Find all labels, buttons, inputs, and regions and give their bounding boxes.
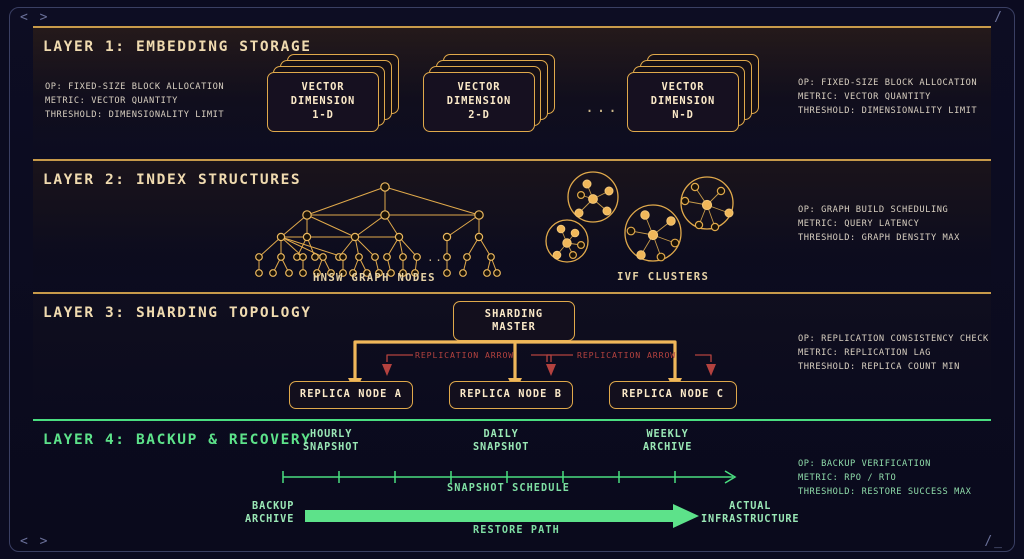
layer-2-meta-right-metric: METRIC: QUERY LATENCY bbox=[798, 219, 920, 230]
replica-node-c-label: REPLICA NODE C bbox=[621, 388, 725, 401]
timeline-label-daily-line-2: SNAPSHOT bbox=[473, 442, 530, 454]
card-1-line-2: DIMENSION bbox=[290, 95, 356, 108]
replica-node-a-label: REPLICA NODE A bbox=[299, 388, 403, 401]
layer-1-meta-left-threshold: THRESHOLD: DIMENSIONALITY LIMIT bbox=[45, 110, 225, 121]
card-1-line-1: VECTOR bbox=[301, 81, 345, 94]
card-n-line-2: DIMENSION bbox=[650, 95, 716, 108]
layer-2-title: LAYER 2: INDEX STRUCTURES bbox=[43, 172, 302, 188]
snapshot-timeline-axis bbox=[282, 470, 737, 484]
layer-1-meta-right-threshold: THRESHOLD: DIMENSIONALITY LIMIT bbox=[798, 106, 978, 117]
layer-1-ellipsis: ... bbox=[585, 98, 620, 116]
card-2-line-2: DIMENSION bbox=[446, 95, 512, 108]
sharding-master-line-2: MASTER bbox=[492, 321, 536, 333]
layer-3-title: LAYER 3: SHARDING TOPOLOGY bbox=[43, 305, 312, 321]
restore-target-line-1: ACTUAL bbox=[729, 501, 772, 512]
layer-1-meta-left-metric: METRIC: VECTOR QUANTITY bbox=[45, 96, 178, 107]
card-2-line-1: VECTOR bbox=[457, 81, 501, 94]
layer-3-meta-right: OP: REPLICATION CONSISTENCY CHECK METRIC… bbox=[798, 332, 989, 374]
layer-2-meta-right-op: OP: GRAPH BUILD SCHEDULING bbox=[798, 205, 949, 215]
ivf-caption: IVF CLUSTERS bbox=[617, 271, 710, 283]
layer-2-background bbox=[33, 161, 991, 290]
replica-node-b[interactable]: REPLICA NODE B bbox=[449, 381, 573, 409]
layer-1-meta-right: OP: FIXED-SIZE BLOCK ALLOCATION METRIC: … bbox=[798, 76, 977, 118]
timeline-label-hourly: HOURLY SNAPSHOT bbox=[303, 428, 359, 455]
hnsw-caption: HNSW GRAPH NODES bbox=[313, 272, 436, 284]
replication-arrow-label-1: REPLICATION ARROW bbox=[415, 350, 515, 360]
layer-4-meta-right-op: OP: BACKUP VERIFICATION bbox=[798, 459, 931, 469]
card-2-line-3: 2-D bbox=[468, 108, 490, 121]
layer-1-meta-left-op: OP: FIXED-SIZE BLOCK ALLOCATION bbox=[45, 82, 225, 92]
layer-4-backup-recovery: LAYER 4: BACKUP & RECOVERY HOURLY SNAPSH… bbox=[33, 419, 991, 549]
restore-source-line-1: BACKUP bbox=[252, 501, 295, 512]
ivf-clusters-diagram bbox=[545, 171, 734, 263]
timeline-label-hourly-line-2: SNAPSHOT bbox=[303, 442, 360, 454]
card-front[interactable]: VECTOR DIMENSION N-D bbox=[627, 72, 739, 132]
vector-dimension-card-1[interactable]: VECTOR DIMENSION 1-D bbox=[267, 54, 399, 132]
sharding-master-line-1: SHARDING bbox=[484, 307, 544, 320]
layer-4-divider bbox=[33, 419, 991, 421]
restore-path-arrow bbox=[305, 504, 699, 528]
layer-3-sharding-topology: LAYER 3: SHARDING TOPOLOGY SHARDING MAST… bbox=[33, 292, 991, 414]
restore-target-line-2: INFRASTRUCTURE bbox=[701, 514, 800, 526]
timeline-label-weekly-line-2: ARCHIVE bbox=[643, 442, 693, 454]
card-1-line-3: 1-D bbox=[312, 108, 334, 121]
layer-2-divider bbox=[33, 159, 991, 161]
sharding-master-node[interactable]: SHARDING MASTER bbox=[453, 301, 575, 341]
timeline-label-daily-line-1: DAILY bbox=[483, 429, 519, 440]
card-n-line-1: VECTOR bbox=[661, 81, 705, 94]
restore-path-caption: RESTORE PATH bbox=[473, 525, 560, 536]
corner-glyph-bottom-left: < > bbox=[20, 534, 50, 549]
layer-4-meta-right-metric: METRIC: RPO / RTO bbox=[798, 473, 897, 484]
timeline-label-weekly-line-1: WEEKLY bbox=[646, 429, 689, 440]
layer-1-meta-left: OP: FIXED-SIZE BLOCK ALLOCATION METRIC: … bbox=[45, 80, 224, 122]
replica-node-c[interactable]: REPLICA NODE C bbox=[609, 381, 737, 409]
layer-1-meta-right-op: OP: FIXED-SIZE BLOCK ALLOCATION bbox=[798, 78, 978, 88]
vector-dimension-card-n[interactable]: VECTOR DIMENSION N-D bbox=[627, 54, 759, 132]
layer-2-index-structures: LAYER 2: INDEX STRUCTURES bbox=[33, 159, 991, 290]
layer-2-meta-right: OP: GRAPH BUILD SCHEDULING METRIC: QUERY… bbox=[798, 203, 960, 245]
layer-1-meta-right-metric: METRIC: VECTOR QUANTITY bbox=[798, 92, 931, 103]
hnsw-graph-diagram: ... bbox=[255, 182, 501, 277]
timeline-label-weekly: WEEKLY ARCHIVE bbox=[643, 428, 692, 455]
replica-node-a[interactable]: REPLICA NODE A bbox=[289, 381, 413, 409]
layer-2-meta-right-threshold: THRESHOLD: GRAPH DENSITY MAX bbox=[798, 233, 960, 244]
layer-3-divider bbox=[33, 292, 991, 294]
card-front[interactable]: VECTOR DIMENSION 2-D bbox=[423, 72, 535, 132]
layer-4-meta-right-threshold: THRESHOLD: RESTORE SUCCESS MAX bbox=[798, 487, 972, 498]
layer-3-meta-right-op: OP: REPLICATION CONSISTENCY CHECK bbox=[798, 334, 989, 344]
restore-target-label: ACTUAL INFRASTRUCTURE bbox=[701, 500, 799, 527]
timeline-label-hourly-line-1: HOURLY bbox=[310, 429, 353, 440]
corner-glyph-bottom-right: /_ bbox=[984, 534, 1004, 549]
layer-3-meta-right-metric: METRIC: REPLICATION LAG bbox=[798, 348, 931, 359]
layer-1-title: LAYER 1: EMBEDDING STORAGE bbox=[43, 39, 312, 55]
corner-glyph-top-left: < > bbox=[20, 10, 50, 25]
layer-4-meta-right: OP: BACKUP VERIFICATION METRIC: RPO / RT… bbox=[798, 457, 971, 499]
card-n-line-3: N-D bbox=[672, 108, 694, 121]
replica-node-b-label: REPLICA NODE B bbox=[459, 388, 563, 401]
timeline-label-daily: DAILY SNAPSHOT bbox=[473, 428, 529, 455]
restore-source-line-2: ARCHIVE bbox=[245, 514, 295, 526]
replication-arrow-label-2: REPLICATION ARROW bbox=[577, 350, 677, 360]
vector-dimension-card-2[interactable]: VECTOR DIMENSION 2-D bbox=[423, 54, 555, 132]
layer-3-meta-right-threshold: THRESHOLD: REPLICA COUNT MIN bbox=[798, 362, 960, 373]
snapshot-schedule-caption: SNAPSHOT SCHEDULE bbox=[447, 483, 570, 494]
svg-text:...: ... bbox=[427, 251, 452, 264]
layer-1-divider bbox=[33, 26, 991, 28]
card-front[interactable]: VECTOR DIMENSION 1-D bbox=[267, 72, 379, 132]
layer-1-embedding-storage: LAYER 1: EMBEDDING STORAGE OP: FIXED-SIZ… bbox=[33, 26, 991, 154]
restore-source-label: BACKUP ARCHIVE bbox=[245, 500, 294, 527]
layer-4-title: LAYER 4: BACKUP & RECOVERY bbox=[43, 432, 312, 448]
corner-glyph-top-right: / bbox=[994, 10, 1004, 25]
